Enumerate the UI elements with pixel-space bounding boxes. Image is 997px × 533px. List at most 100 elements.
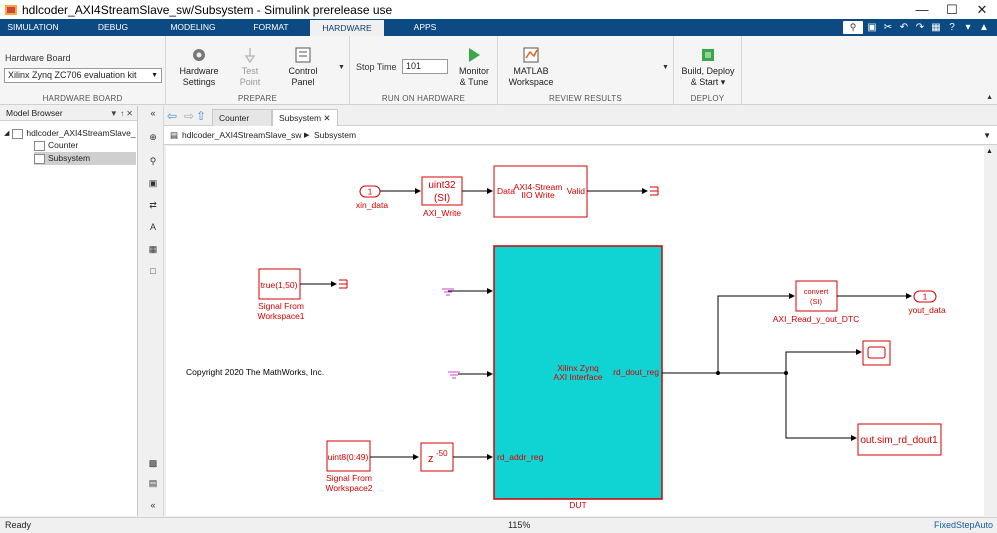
maximize-icon[interactable]: ☐ [946, 1, 958, 17]
dut-title-2: AXI Interface [553, 372, 602, 382]
ground-icon [442, 288, 454, 296]
signal-from-workspace1-block[interactable] [258, 268, 301, 300]
area-icon[interactable]: □ [150, 266, 156, 276]
stream-data-port: Data [497, 186, 515, 196]
collapse-browser-icon[interactable]: « [150, 108, 156, 118]
inport-xin-label: xin_data [356, 200, 388, 210]
copyright-annotation: Copyright 2020 The MathWorks, Inc. [186, 367, 324, 377]
back-icon[interactable]: ⇦ [167, 109, 178, 123]
vertical-scrollbar[interactable]: ▲ [984, 146, 997, 516]
sfw1-label-2: Workspace1 [257, 311, 304, 321]
dut-block[interactable] [493, 245, 663, 500]
review-expand-icon[interactable]: ▼ [662, 64, 669, 71]
axi-write-line1: uint32 [428, 180, 456, 191]
close-icon[interactable]: ✕ [976, 1, 988, 17]
data-type-conversion-block[interactable] [795, 280, 838, 312]
fit-view-icon[interactable]: ▣ [148, 178, 158, 188]
minimize-icon[interactable]: — [915, 2, 929, 17]
build-icon [702, 49, 714, 61]
matlab-workspace-label-2: Workspace [508, 77, 554, 87]
scroll-up-icon[interactable]: ▲ [986, 148, 993, 155]
tree-root-label: hdlcoder_AXI4StreamSlave_ [26, 128, 136, 138]
tab-hardware[interactable]: HARDWARE [310, 19, 384, 36]
sfw1-label-1: Signal From [258, 301, 304, 311]
panel-controls-icon[interactable]: ▼ ↑ ✕ [109, 109, 133, 118]
arrow-icon[interactable]: ⇄ [149, 200, 157, 210]
up-icon[interactable]: ⇧ [196, 109, 207, 123]
dut-title-1: Xilinx Zynq [557, 363, 599, 373]
cut-icon[interactable]: ✂ [883, 22, 893, 33]
hardware-settings-button[interactable]: Hardware Settings [176, 46, 222, 88]
test-point-icon [244, 48, 256, 64]
tab-format[interactable]: FORMAT [253, 22, 289, 32]
collapse-icon[interactable]: ▲ [979, 22, 989, 33]
annotation-icon[interactable]: A [149, 222, 156, 232]
run-on-hardware-section: Stop Time 101 Monitor & Tune RUN ON HARD… [350, 36, 498, 105]
tab-simulation[interactable]: SIMULATION [7, 22, 59, 32]
build-deploy-label-2: & Start [690, 77, 719, 87]
tab-debug[interactable]: DEBUG [97, 22, 129, 32]
control-panel-button[interactable]: Control Panel [280, 46, 326, 88]
to-workspace-block[interactable] [857, 423, 942, 456]
help-icon[interactable]: ? [949, 22, 955, 33]
hide-show-icon[interactable]: ⊕ [149, 132, 157, 142]
chevron-down-icon[interactable]: ▾ [965, 22, 971, 33]
control-panel-label-1: Control [288, 66, 318, 76]
screenshot-icon[interactable]: ▩ [148, 458, 158, 468]
signal-from-workspace2-block[interactable] [326, 440, 371, 472]
zoom-level[interactable]: 115% [508, 520, 531, 530]
control-panel-label-2: Panel [291, 77, 315, 87]
sfw2-label-1: Signal From [326, 473, 372, 483]
collapse-ribbon-icon[interactable]: ▲ [986, 94, 993, 101]
close-icon[interactable]: ✕ [323, 113, 331, 123]
image-icon[interactable]: ▦ [148, 244, 158, 254]
tree-item-counter[interactable]: Counter [34, 139, 134, 152]
breadcrumb: ▤ hdlcoder_AXI4StreamSlave_sw ▶ Subsyste… [164, 126, 997, 145]
block-diagram: 1 xin_data uint32 (SI) AXI_Write Data AX… [186, 165, 946, 510]
axi-write-line2: (SI) [434, 193, 450, 204]
property-inspector-icon[interactable]: ▤ [148, 478, 158, 488]
breadcrumb-subsystem[interactable]: Subsystem [314, 130, 357, 140]
chevron-down-icon: ▼ [151, 72, 158, 79]
tree-root[interactable]: ◢ hdlcoder_AXI4StreamSlave_ [4, 127, 136, 140]
solver-link[interactable]: FixedStepAuto [933, 520, 993, 530]
undo-icon[interactable]: ↶ [899, 22, 909, 33]
review-results-caption: REVIEW RESULTS [549, 94, 622, 103]
editor-navbar: ⇦ ⇨ ⇧ Counter Subsystem ✕ [164, 106, 997, 126]
monitor-tune-label-1: Monitor [458, 66, 489, 76]
zoom-icon[interactable]: ⚲ [149, 156, 157, 166]
prepare-expand-icon[interactable]: ▼ [338, 64, 345, 71]
test-point-button[interactable]: Test Point [230, 46, 270, 88]
dtc-label: AXI_Read_y_out_DTC [773, 314, 859, 324]
matlab-workspace-label-1: MATLAB [513, 66, 549, 76]
stop-time-input[interactable]: 101 [402, 59, 448, 74]
tab-counter[interactable]: Counter [212, 109, 272, 126]
hardware-settings-label-2: Settings [182, 77, 216, 87]
chevron-down-icon: ◢ [4, 130, 10, 137]
tab-subsystem[interactable]: Subsystem ✕ [272, 109, 338, 126]
tab-apps[interactable]: APPS [413, 22, 437, 32]
axi4-stream-write-block[interactable] [493, 165, 588, 218]
search-icon[interactable]: ⚲ [843, 21, 863, 34]
hardware-board-value: Xilinx Zynq ZC706 evaluation kit [8, 70, 137, 80]
tree-item-subsystem[interactable]: Subsystem [34, 152, 136, 165]
chevron-down-icon[interactable]: ▼ [983, 131, 991, 140]
tab-modeling[interactable]: MODELING [170, 22, 216, 32]
hardware-board-select[interactable]: Xilinx Zynq ZC706 evaluation kit ▼ [4, 68, 162, 83]
axi-write-block[interactable] [421, 176, 463, 206]
sfw2-label-2: Workspace2 [325, 483, 372, 493]
redo-icon[interactable]: ↷ [915, 22, 925, 33]
delay-block[interactable] [420, 442, 454, 472]
monitor-tune-button[interactable]: Monitor & Tune [454, 46, 494, 88]
collapse-left-icon[interactable]: « [150, 500, 156, 510]
outport-yout-data[interactable] [913, 290, 937, 303]
test-point-label-1: Test [241, 66, 259, 76]
forward-icon[interactable]: ⇨ [184, 109, 195, 123]
breadcrumb-model[interactable]: hdlcoder_AXI4StreamSlave_sw [182, 130, 302, 140]
matlab-workspace-button[interactable]: MATLAB Workspace [506, 46, 556, 88]
stream-valid-port: Valid [567, 186, 586, 196]
model-canvas[interactable]: 1 xin_data uint32 (SI) AXI_Write Data AX… [166, 146, 984, 516]
build-deploy-button[interactable]: Build, Deploy & Start ▾ [678, 46, 738, 88]
layout-icon[interactable]: ▦ [931, 22, 941, 33]
save-icon[interactable]: ▣ [867, 22, 877, 33]
